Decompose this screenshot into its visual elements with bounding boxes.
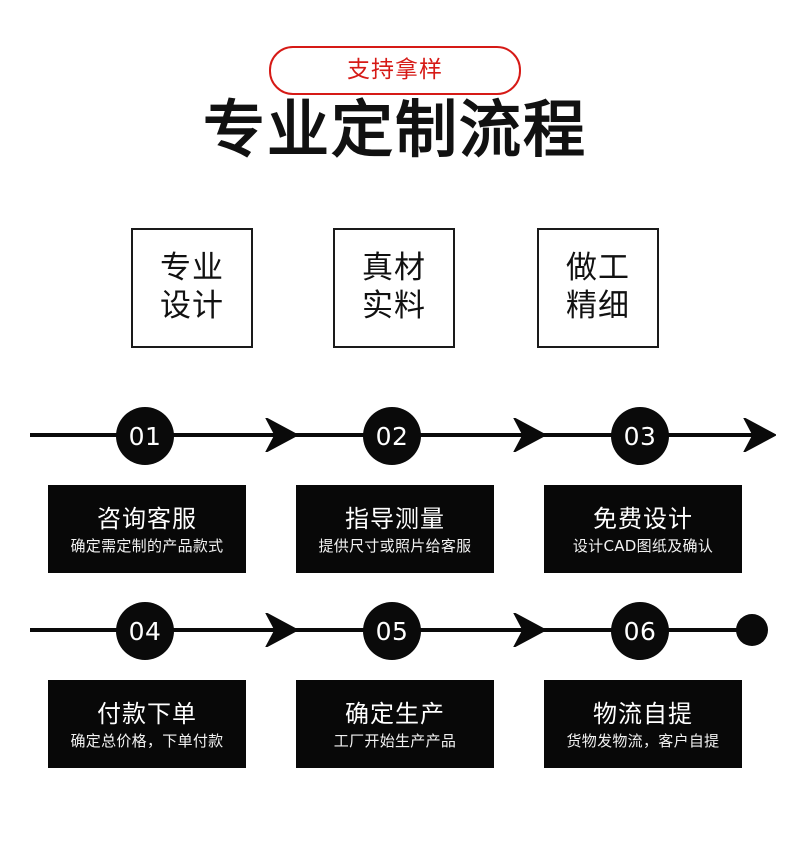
feature-box-group: 专业 设计 真材 实料 做工 精细 (131, 228, 660, 350)
step-card-title: 咨询客服 (97, 504, 197, 533)
step-card-title: 付款下单 (97, 699, 197, 728)
timeline-marker-05: 05 (363, 602, 421, 660)
step-card-subtitle: 货物发物流，客户自提 (566, 732, 720, 751)
step-card-subtitle: 工厂开始生产产品 (333, 732, 457, 751)
timeline-marker-02: 02 (363, 407, 421, 465)
step-card-row-1: 咨询客服 确定需定制的产品款式 指导测量 提供尺寸或照片给客服 免费设计 设计C… (48, 485, 742, 573)
timeline-row-1: 01 02 03 (30, 407, 778, 465)
feature-box-fine-workmanship: 做工 精细 (537, 228, 659, 348)
step-card-title: 免费设计 (593, 504, 693, 533)
step-card-04: 付款下单 确定总价格，下单付款 (48, 680, 246, 768)
step-card-title: 确定生产 (345, 699, 445, 728)
step-card-subtitle: 设计CAD图纸及确认 (572, 537, 714, 556)
step-card-title: 物流自提 (593, 699, 693, 728)
step-card-06: 物流自提 货物发物流，客户自提 (544, 680, 742, 768)
timeline-marker-04: 04 (116, 602, 174, 660)
feature-line-2: 精细 (566, 288, 630, 324)
arrow-right-icon (262, 416, 300, 454)
timeline-marker-01: 01 (116, 407, 174, 465)
feature-box-professional-design: 专业 设计 (131, 228, 253, 348)
step-card-subtitle: 提供尺寸或照片给客服 (318, 537, 472, 556)
feature-line-1: 做工 (566, 250, 630, 287)
step-card-subtitle: 确定总价格，下单付款 (70, 732, 224, 751)
arrow-right-icon (510, 416, 548, 454)
arrow-right-icon (510, 611, 548, 649)
feature-box-genuine-materials: 真材 实料 (333, 228, 455, 348)
step-card-title: 指导测量 (345, 504, 445, 533)
step-card-subtitle: 确定需定制的产品款式 (70, 537, 224, 556)
step-card-02: 指导测量 提供尺寸或照片给客服 (296, 485, 494, 573)
timeline-marker-06: 06 (611, 602, 669, 660)
timeline-marker-03: 03 (611, 407, 669, 465)
feature-line-2: 设计 (160, 288, 224, 324)
arrow-right-icon (262, 611, 300, 649)
badge-row: 支持拿样 (0, 46, 790, 95)
end-dot-icon (736, 614, 768, 646)
arrow-right-icon (740, 416, 778, 454)
step-card-03: 免费设计 设计CAD图纸及确认 (544, 485, 742, 573)
feature-line-1: 专业 (160, 250, 224, 287)
step-card-row-2: 付款下单 确定总价格，下单付款 确定生产 工厂开始生产产品 物流自提 货物发物流… (48, 680, 742, 768)
feature-line-2: 实料 (362, 288, 426, 324)
sample-support-badge: 支持拿样 (269, 46, 521, 95)
step-card-05: 确定生产 工厂开始生产产品 (296, 680, 494, 768)
timeline-row-2: 04 05 06 (30, 602, 768, 660)
page-title: 专业定制流程 (202, 93, 587, 166)
step-card-01: 咨询客服 确定需定制的产品款式 (48, 485, 246, 573)
feature-line-1: 真材 (362, 250, 426, 287)
